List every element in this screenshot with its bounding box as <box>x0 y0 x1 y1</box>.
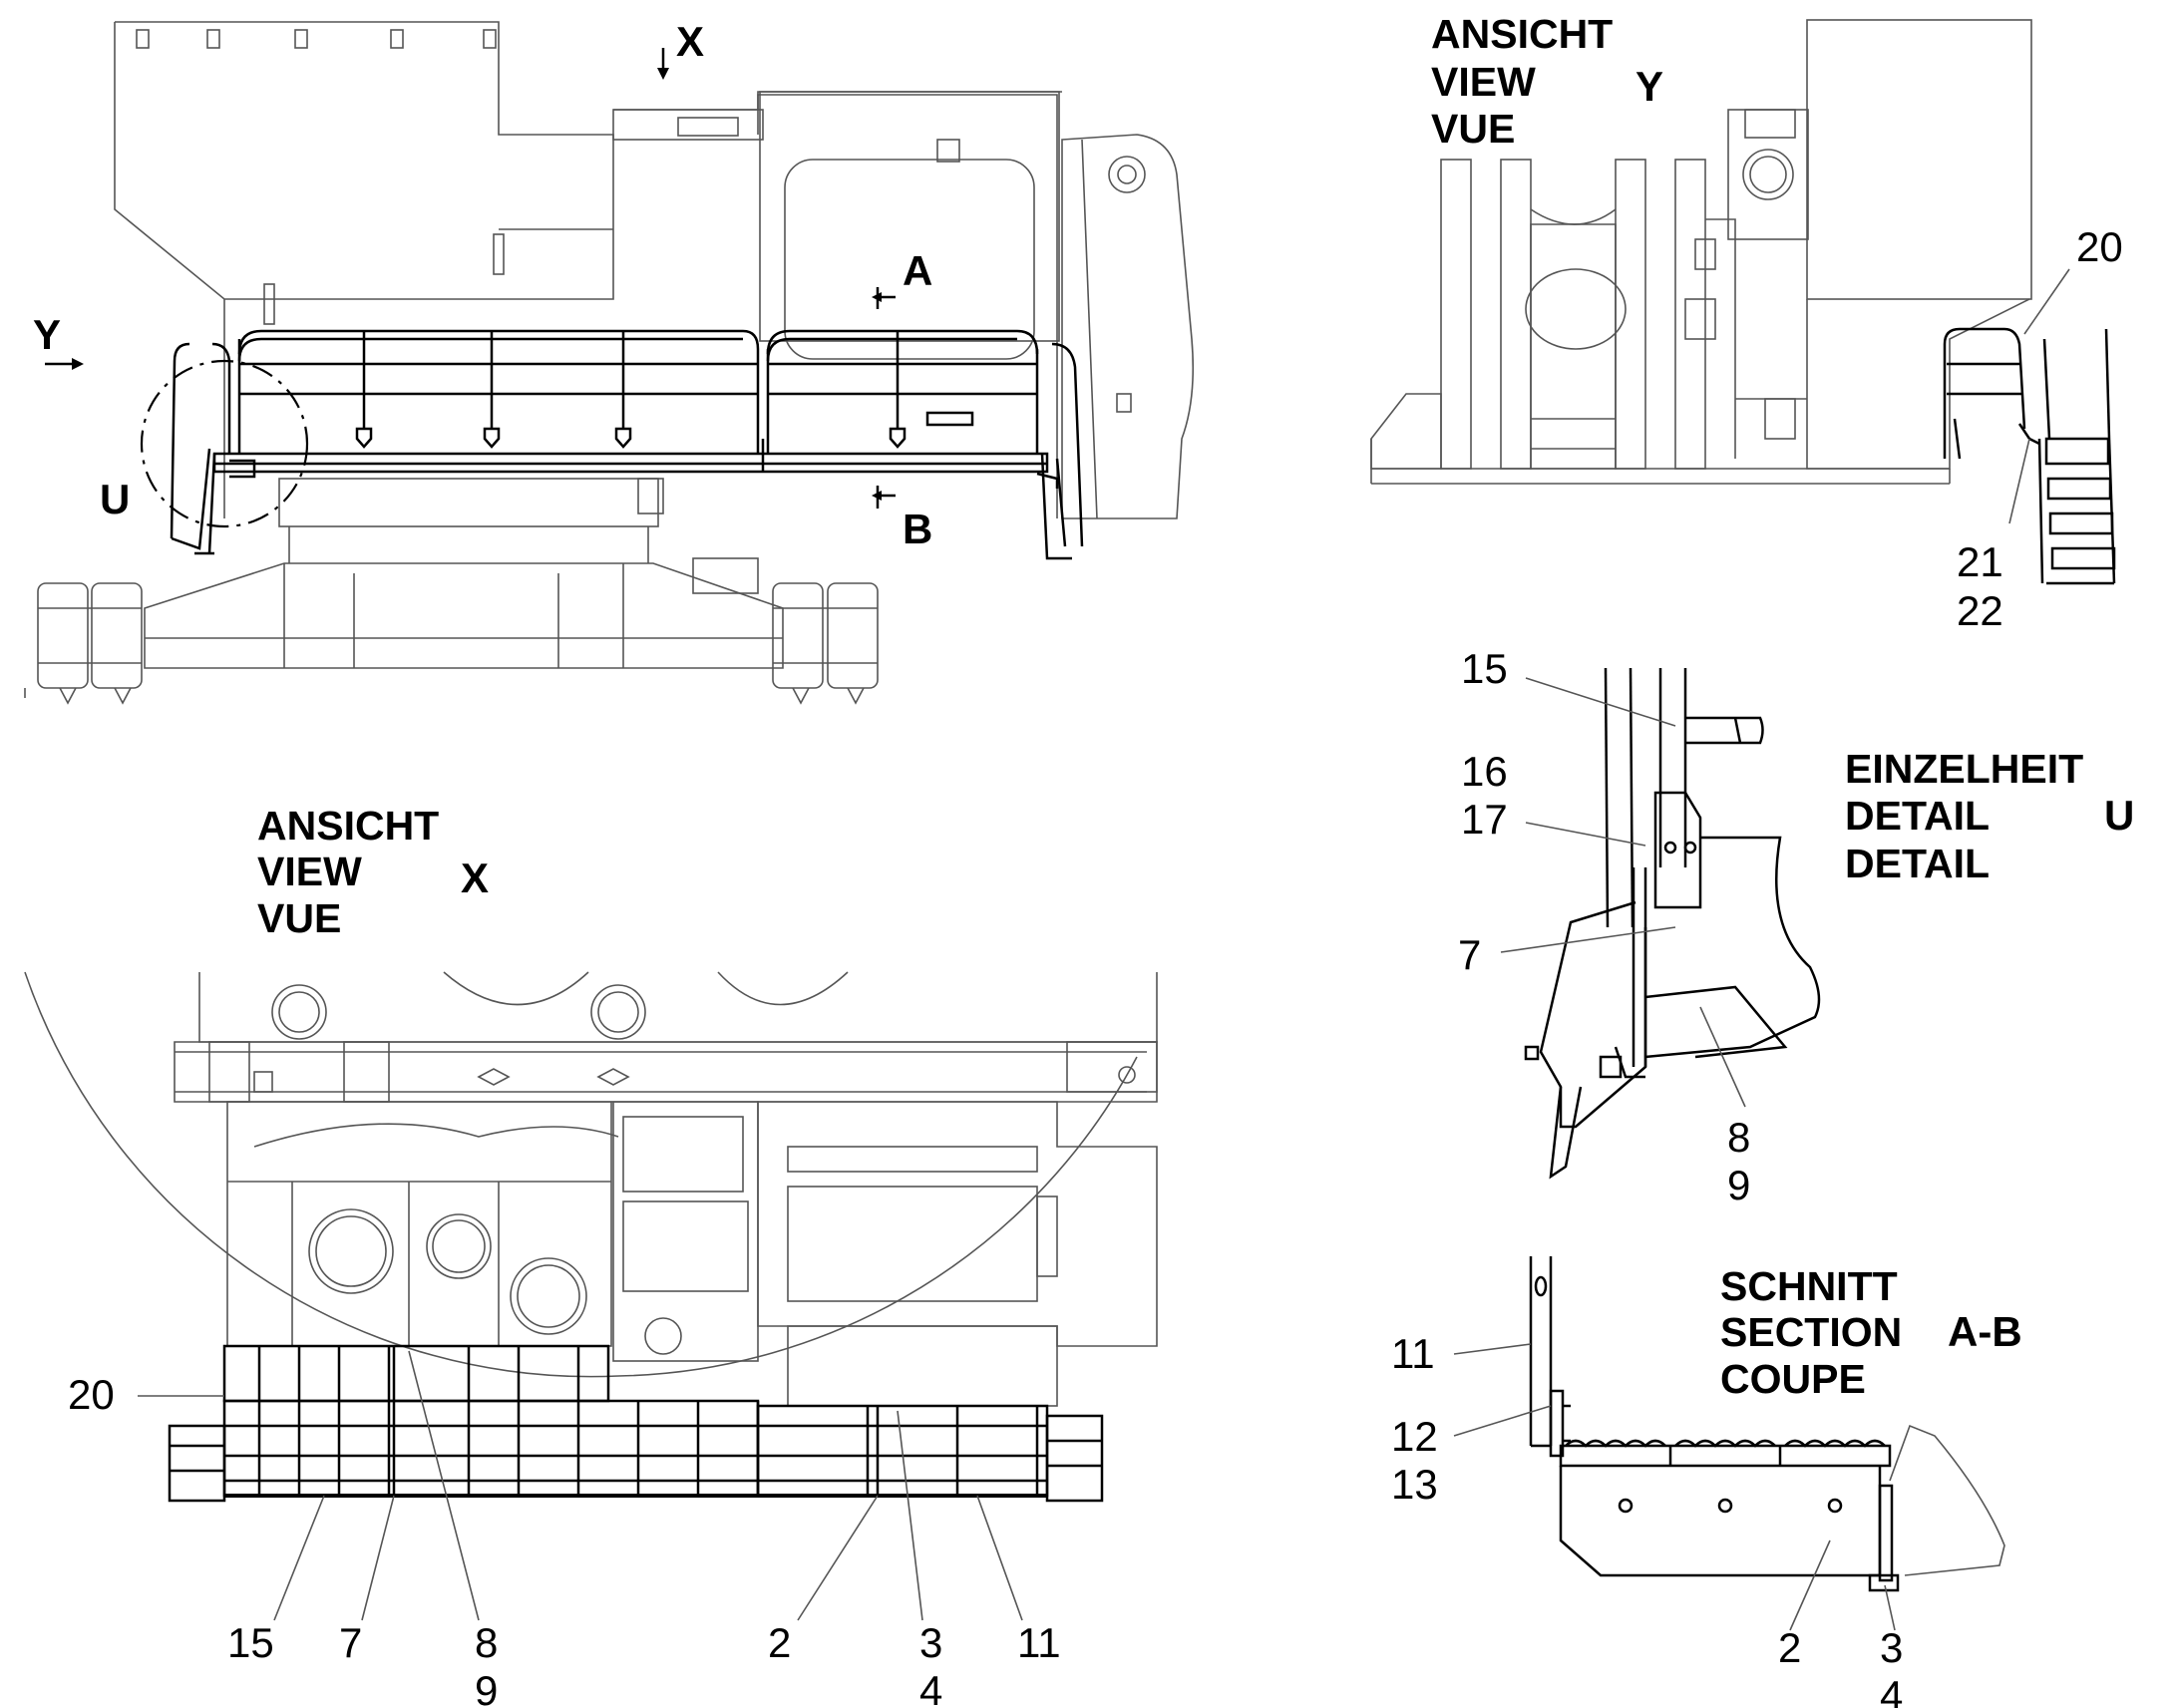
detail-u-title-line3: DETAIL <box>1845 841 1990 886</box>
callout-section-ab-4: 4 <box>1880 1672 1903 1708</box>
section-ab-title-line3: COUPE <box>1720 1356 1866 1402</box>
callout-view-x-11: 11 <box>1017 1619 1061 1666</box>
view-arrow-y-label: Y <box>33 311 61 358</box>
callout-section-ab-3: 3 <box>1880 1624 1903 1671</box>
callout-detail-u-16: 16 <box>1461 748 1508 795</box>
view-x-drawing: ANSICHT VIEW VUE X <box>24 803 1158 1621</box>
callout-view-x-15: 15 <box>227 1619 274 1666</box>
callout-detail-u-7: 7 <box>1458 931 1481 978</box>
view-y-drawing: ANSICHT VIEW VUE Y <box>1370 11 2116 585</box>
view-arrow-x-label: X <box>676 18 704 65</box>
view-x-mark: X <box>461 854 489 901</box>
detail-u-title-line1: EINZELHEIT <box>1845 746 2083 792</box>
section-ab-mark: A-B <box>1948 1308 2022 1355</box>
detail-u-mark: U <box>2104 792 2134 839</box>
section-ab-drawing: SCHNITT SECTION COUPE A-B <box>1453 1256 2022 1631</box>
callout-section-ab-2: 2 <box>1778 1624 1801 1671</box>
view-y-title-line3: VUE <box>1431 106 1515 152</box>
callout-view-x-3: 3 <box>919 1619 942 1666</box>
detail-u-drawing: EINZELHEIT DETAIL DETAIL U <box>1500 667 2134 1180</box>
callout-detail-u-17: 17 <box>1461 796 1508 843</box>
callout-view-x-8: 8 <box>475 1619 498 1666</box>
callout-view-x-9: 9 <box>475 1667 498 1708</box>
callout-top-right-22: 22 <box>1957 587 2003 634</box>
callout-view-x-2: 2 <box>768 1619 791 1666</box>
callout-top-right-20: 20 <box>2076 223 2123 270</box>
view-x-title-line1: ANSICHT <box>257 803 439 849</box>
callout-section-ab-13: 13 <box>1391 1461 1438 1508</box>
section-mark-b: B <box>903 506 932 552</box>
section-mark-a: A <box>903 247 932 294</box>
detail-u-title-line2: DETAIL <box>1845 793 1990 839</box>
callout-detail-u-9: 9 <box>1727 1162 1750 1208</box>
view-y-title-line2: VIEW <box>1431 59 1536 105</box>
callout-view-x-4: 4 <box>919 1667 942 1708</box>
callout-detail-u-8: 8 <box>1727 1114 1750 1161</box>
section-ab-title-line1: SCHNITT <box>1720 1263 1898 1309</box>
callout-view-x-20: 20 <box>68 1371 115 1418</box>
view-y-mark: Y <box>1635 63 1663 110</box>
callout-top-right-21: 21 <box>1957 538 2003 585</box>
section-ab-title-line2: SECTION <box>1720 1309 1902 1355</box>
detail-circle-u-label: U <box>100 476 130 522</box>
callout-section-ab-12: 12 <box>1391 1413 1438 1460</box>
view-y-title-line1: ANSICHT <box>1431 11 1613 57</box>
callout-detail-u-15: 15 <box>1461 645 1508 692</box>
callout-view-x-7: 7 <box>339 1619 362 1666</box>
side-view-drawing <box>24 21 1195 705</box>
view-x-title-line3: VUE <box>257 895 341 941</box>
view-x-title-line2: VIEW <box>257 849 362 894</box>
callout-section-ab-11: 11 <box>1391 1330 1435 1377</box>
